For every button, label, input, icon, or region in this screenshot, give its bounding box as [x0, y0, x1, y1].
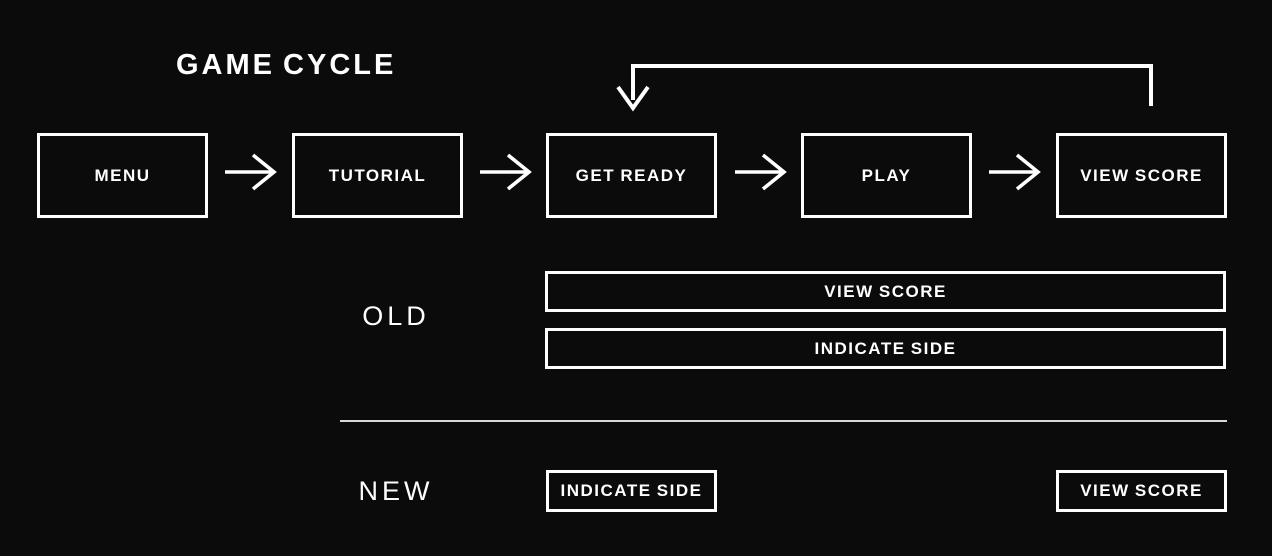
flow-node-play: PLAY	[801, 133, 972, 218]
arrow-right-icon	[224, 150, 278, 194]
arrow-right-icon	[479, 150, 533, 194]
flow-node-label: VIEW SCORE	[1080, 165, 1203, 185]
old-bar-indicate-side: INDICATE SIDE	[545, 328, 1226, 369]
flow-node-label: PLAY	[861, 165, 912, 185]
flow-node-menu: MENU	[37, 133, 208, 218]
new-box-label: INDICATE SIDE	[560, 481, 703, 500]
new-box-label: VIEW SCORE	[1080, 481, 1203, 500]
flow-node-view-score: VIEW SCORE	[1056, 133, 1227, 218]
old-bar-label: VIEW SCORE	[824, 281, 947, 301]
section-divider	[340, 420, 1227, 422]
arrow-right-icon	[734, 150, 788, 194]
diagram-title: GAME CYCLE	[176, 49, 397, 81]
flow-node-label: GET READY	[575, 165, 688, 185]
flow-node-get-ready: GET READY	[546, 133, 717, 218]
arrow-right-icon	[988, 150, 1042, 194]
flow-node-label: TUTORIAL	[328, 165, 427, 185]
old-section-label: OLD	[362, 301, 430, 331]
old-bar-view-score: VIEW SCORE	[545, 271, 1226, 312]
loop-arrow-icon	[615, 54, 1165, 119]
new-box-indicate-side: INDICATE SIDE	[546, 470, 717, 512]
old-bar-label: INDICATE SIDE	[814, 338, 957, 358]
new-box-view-score: VIEW SCORE	[1056, 470, 1227, 512]
flow-node-label: MENU	[94, 165, 151, 185]
new-section-label: NEW	[358, 476, 434, 506]
flow-node-tutorial: TUTORIAL	[292, 133, 463, 218]
